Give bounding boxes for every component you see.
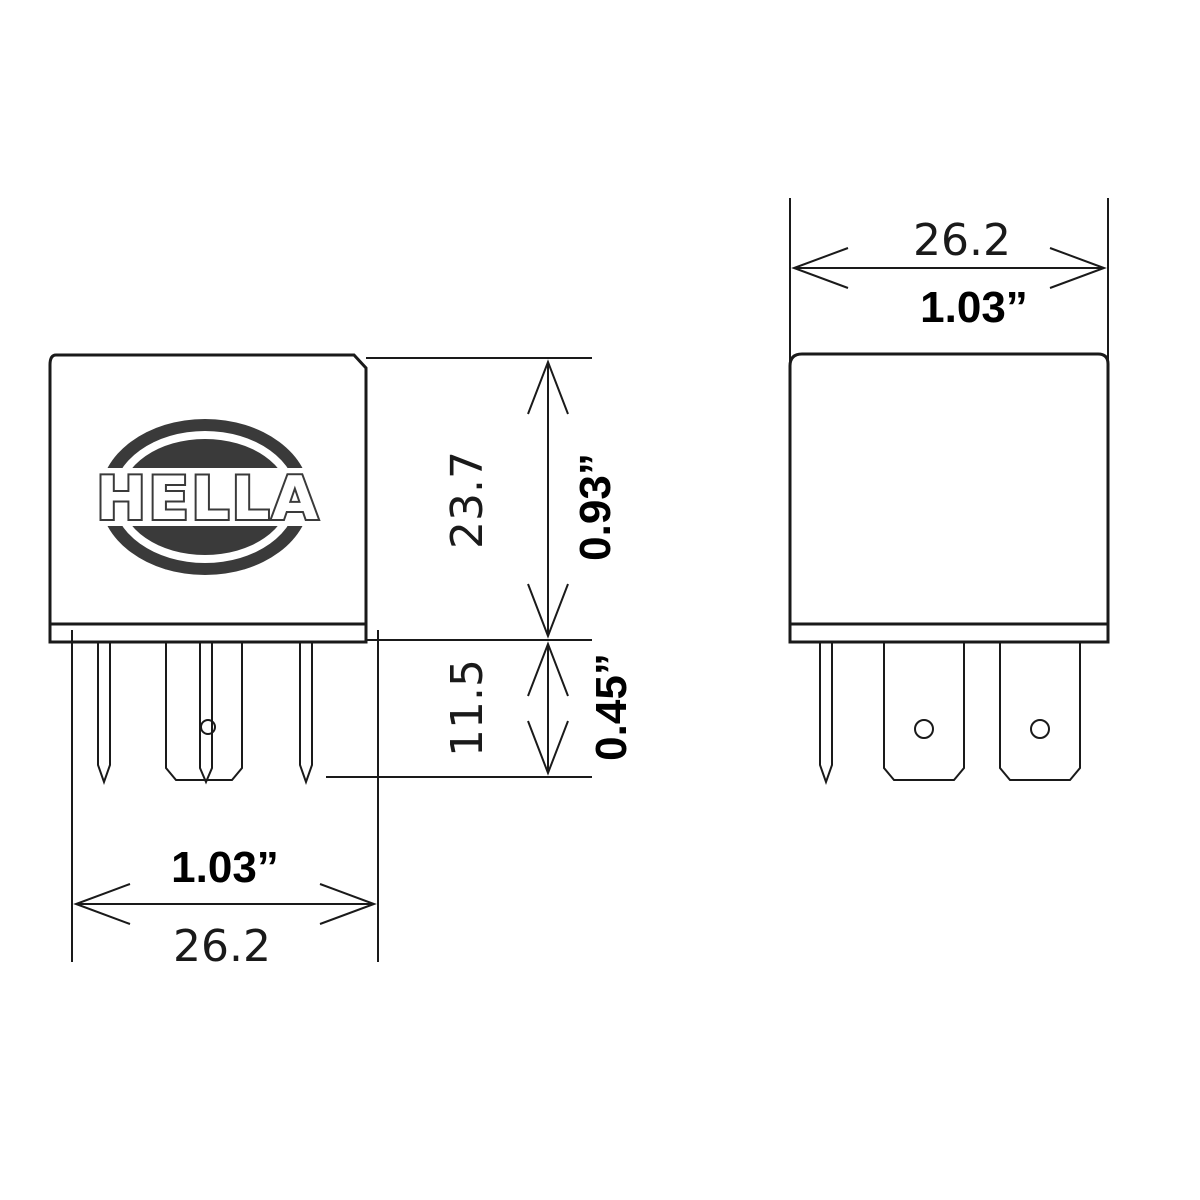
front-view: HELLA 1.03” 26.2 23.7 0 — [48, 353, 636, 972]
hella-logo: HELLA — [94, 419, 320, 575]
pin-length-dimension — [527, 641, 569, 776]
front-pin-1 — [97, 642, 111, 786]
side-width-inch-label: 1.03” — [920, 283, 1028, 332]
front-width-dimension — [73, 883, 377, 925]
side-pin-thin — [819, 642, 833, 786]
side-pin-blade-2 — [999, 642, 1081, 781]
front-pin-3 — [199, 642, 213, 785]
side-view: 26.2 1.03” — [788, 198, 1110, 786]
side-pin-blade-2-hole — [1030, 719, 1050, 739]
side-pin-blade-1-hole — [914, 719, 934, 739]
side-width-mm-label: 26.2 — [913, 215, 1011, 266]
body-height-dimension — [527, 359, 569, 639]
body-height-inch-label: 0.93” — [571, 453, 620, 561]
side-width-dimension — [791, 247, 1107, 289]
body-height-mm-label: 23.7 — [442, 451, 493, 549]
logo-band — [105, 468, 310, 526]
front-pin-4 — [299, 642, 313, 786]
front-pin-hole — [200, 719, 216, 735]
front-pin-2 — [165, 642, 243, 781]
front-pins — [97, 642, 313, 786]
pin-length-inch-label: 0.45” — [587, 653, 636, 761]
front-width-mm-label: 26.2 — [173, 921, 271, 972]
side-pin-blade-1 — [883, 642, 965, 781]
logo-text: HELLA — [96, 464, 320, 534]
side-relay-housing — [788, 352, 1110, 644]
side-pins — [819, 642, 1081, 786]
pin-length-mm-label: 11.5 — [442, 659, 493, 757]
front-width-inch-label: 1.03” — [171, 843, 279, 892]
